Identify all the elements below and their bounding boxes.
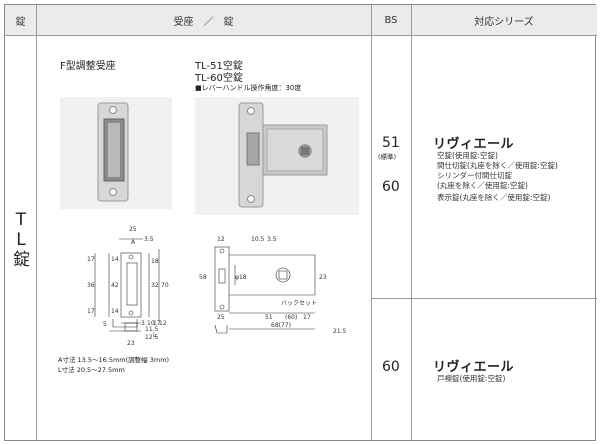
bs-row2-60: 60 (382, 359, 400, 375)
series-row2-item: 戸襖錠(使用錠:空錠) (437, 374, 506, 383)
lock-body-image (238, 102, 328, 208)
lock-name: TL錠 (13, 210, 30, 270)
series-row1-item: シリンダー付間仕切錠 (437, 171, 512, 180)
bs-row1-60: 60 (382, 179, 400, 195)
lock-dim-58: 58 (199, 274, 207, 281)
dim-12: 12 (159, 320, 167, 327)
series-row1-item: (丸座を除く／使用錠:空錠) (437, 181, 528, 190)
lock-drawing: 12 10.5 3.5 58 φ18 23 バックセット 51 (60) 17 … (199, 236, 347, 335)
bs-row1-51: 51 (382, 135, 400, 151)
dim-left-17b: 17 (87, 308, 95, 315)
dim-mid-42: 42 (111, 282, 119, 289)
header-series: 対応シリーズ (411, 5, 597, 35)
dim-5: 5 (103, 321, 107, 328)
lock-dim-17: 17 (303, 314, 311, 321)
strike-plate-image (97, 102, 129, 202)
strike-drawing: 25 A 3.5 17 36 17 14 42 14 11.5 32 18 70… (87, 226, 169, 347)
dim-3: 3 (141, 320, 145, 327)
lock-dim-51: 51 (265, 314, 273, 321)
dim-mid-14: 14 (111, 256, 119, 263)
bs-row1-standard: (標準) (378, 153, 397, 161)
series-row2-title: リヴィエール (433, 360, 515, 375)
strike-note-l: L寸法 20.5〜27.5mm (58, 366, 125, 374)
dim-a: A (131, 239, 136, 246)
lock-angle-note: ■レバーハンドル操作角度：30度 (195, 84, 302, 92)
strike-photo (60, 97, 172, 209)
dim-l: L (153, 332, 157, 339)
dim-23: 23 (127, 340, 135, 347)
strike-title: F型調整受座 (60, 61, 116, 72)
dim-25: 25 (129, 226, 137, 233)
dim-left-17: 17 (87, 256, 95, 263)
lock-title-1: TL-51空錠 (195, 61, 243, 72)
dim-32: 32 (151, 282, 159, 289)
dim-3-5: 3.5 (144, 236, 154, 243)
lock-dim-23: 23 (319, 274, 327, 281)
lock-dim-3-5: 3.5 (267, 236, 277, 243)
dim-18: 18 (151, 258, 159, 265)
dim-10: 10 (147, 320, 155, 327)
header-bs: BS (371, 5, 411, 35)
lock-photo (195, 97, 359, 215)
lock-dim-21-5: 21.5 (333, 328, 347, 335)
dim-17: 17 (153, 320, 161, 327)
spec-table: 錠 受座 ／ 錠 BS 対応シリーズ TL錠 F型調整受座 (4, 4, 597, 441)
series-row1-item: 表示錠(丸座を除く／使用錠:空錠) (437, 193, 551, 202)
lock-title-2: TL-60空錠 (195, 73, 243, 84)
lock-dim-25: 25 (217, 314, 225, 321)
lock-dim-bore: φ18 (235, 274, 247, 281)
strike-side-drawing: 5 3 10 17 12 L (103, 319, 167, 339)
lock-dim-12: 12 (217, 236, 225, 243)
series-row1-item: 間仕切錠(丸座を除く／使用錠:空錠) (437, 161, 558, 170)
header-lock: 錠 (5, 5, 36, 35)
lock-dim-60: (60) (285, 314, 297, 321)
dim-11-5: 11.5 (145, 326, 159, 333)
lock-dim-total: 68(77) (271, 322, 291, 329)
dim-70: 70 (161, 282, 169, 289)
dim-mid-14b: 14 (111, 308, 119, 315)
dim-left-36: 36 (87, 282, 95, 289)
dim-12-5: 12.5 (145, 334, 159, 341)
header-strike-lock: 受座 ／ 錠 (36, 5, 371, 35)
lock-backset-label: バックセット (281, 300, 317, 307)
series-row1-title: リヴィエール (433, 137, 515, 152)
strike-note-a: A寸法 13.5〜16.5mm(調整幅 3mm) (58, 356, 170, 364)
lock-dim-10-5: 10.5 (251, 236, 265, 243)
series-row1-item: 空錠(使用錠:空錠) (437, 151, 498, 160)
